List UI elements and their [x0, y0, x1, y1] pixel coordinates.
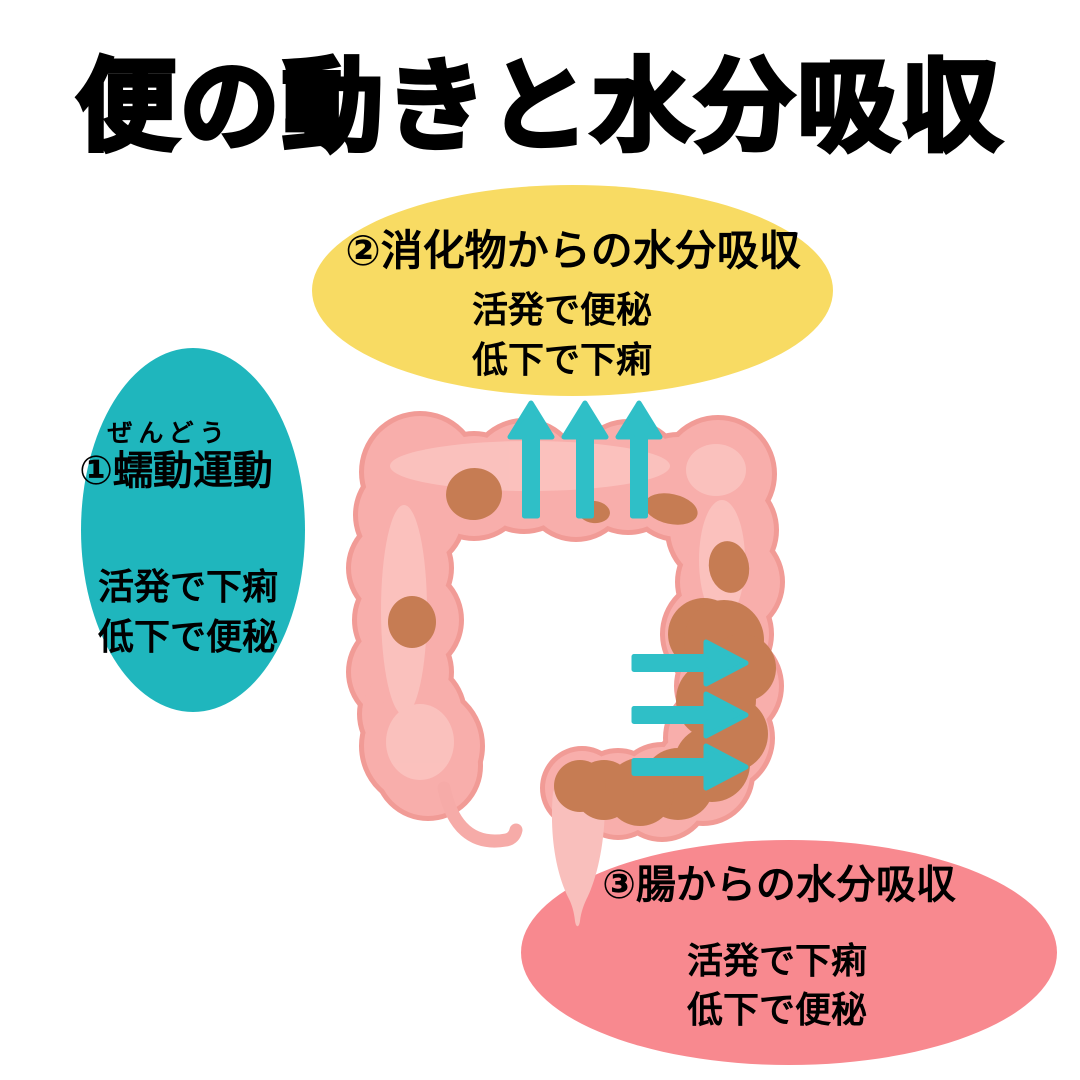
- bubble-peristalsis-line-1: 活発で下痢: [97, 566, 279, 607]
- bubble-peristalsis-heading: ①蠕動運動: [79, 449, 273, 493]
- bubble-peristalsis: ぜんどう ①蠕動運動 活発で下痢 低下で便秘: [79, 348, 305, 712]
- stool-patches: [388, 467, 750, 648]
- bubble-peristalsis-line-2: 低下で便秘: [97, 616, 279, 657]
- bubble-intestine-water-absorption: ③腸からの水分吸収 活発で下痢 低下で便秘: [521, 840, 1057, 1065]
- right-arrow-icon: [631, 691, 749, 739]
- bubble-digested-water-absorption: ②消化物からの水分吸収 活発で便秘 低下で下痢: [312, 185, 833, 396]
- appendix: [437, 781, 523, 848]
- bubble-intestine-line-2: 低下で便秘: [686, 989, 868, 1030]
- bubble-digest-line-1: 活発で便秘: [471, 289, 653, 330]
- up-arrow-icon: [507, 400, 555, 519]
- colon-highlight: [381, 441, 746, 780]
- colon-outline: [351, 416, 780, 837]
- bubble-digest-heading: ②消化物からの水分吸収: [345, 227, 801, 274]
- bubble-digest-line-2: 低下で下痢: [471, 339, 653, 380]
- page-title: 便の動きと水分吸収: [74, 50, 1004, 165]
- stool-mass: [554, 598, 776, 826]
- bubble-intestine-heading: ③腸からの水分吸収: [602, 863, 956, 907]
- water-absorption-arrows: [507, 400, 749, 791]
- right-arrow-icon: [631, 639, 749, 687]
- up-arrow-icon: [615, 400, 663, 519]
- colon-body: [351, 416, 780, 837]
- right-arrow-icon: [631, 743, 749, 791]
- up-arrow-icon: [561, 400, 609, 519]
- bubble-intestine-line-1: 活発で下痢: [686, 940, 868, 981]
- bubble-peristalsis-furigana: ぜんどう: [107, 419, 231, 448]
